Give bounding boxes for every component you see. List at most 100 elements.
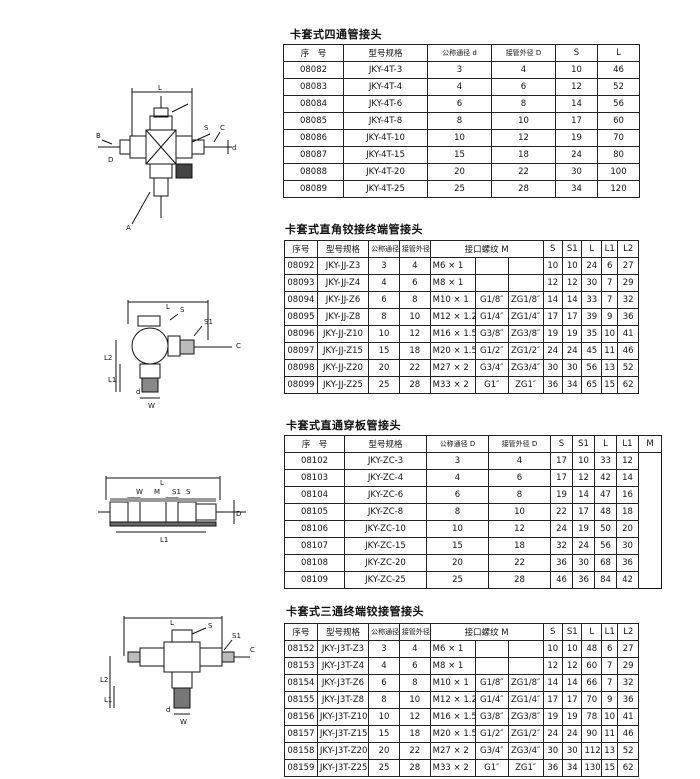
table-cell: 50 bbox=[594, 520, 617, 538]
table-cell: 56 bbox=[594, 537, 617, 555]
table-cell: 16 bbox=[616, 486, 639, 504]
table-cell: 08089 bbox=[283, 180, 344, 198]
section-title-four-way: 卡套式四通管接头 bbox=[290, 28, 382, 41]
column-header: L1 bbox=[616, 435, 639, 453]
table-cell: 25 bbox=[368, 376, 400, 394]
table-cell: G1″ bbox=[474, 759, 509, 777]
table-cell: 36 bbox=[550, 554, 573, 572]
table-cell: 08102 bbox=[284, 452, 345, 470]
table-cell: 08107 bbox=[284, 537, 345, 555]
table-cell: 17 bbox=[555, 112, 598, 130]
dim-label: C bbox=[236, 342, 241, 350]
table-cell: 28 bbox=[488, 571, 551, 589]
table-cell: JKY-ZC-25 bbox=[344, 571, 427, 589]
table-cell: M20 × 1.5 bbox=[429, 725, 476, 743]
table-cell: 14 bbox=[542, 291, 564, 309]
table-cell: 4 bbox=[368, 657, 400, 675]
table-cell: 90 bbox=[581, 725, 602, 743]
table-cell: ZG1/4″ bbox=[507, 308, 544, 326]
table-cell: 08088 bbox=[283, 163, 344, 181]
column-header: 公称通径 d bbox=[368, 623, 400, 641]
dim-label: L bbox=[160, 479, 164, 487]
table-cell: JKY-4T-4 bbox=[343, 78, 428, 96]
dim-label: L bbox=[170, 619, 174, 627]
table-cell: 10 bbox=[398, 691, 431, 709]
table-cell: 18 bbox=[488, 537, 551, 555]
table-cell: 8 bbox=[491, 95, 556, 113]
table-cell: 08159 bbox=[284, 759, 318, 777]
drawing-four-way-fitting: L S B D C d A bbox=[96, 84, 236, 232]
table-cell: G1/4″ bbox=[474, 308, 509, 326]
column-header: L bbox=[581, 623, 602, 641]
table-cell: ZG1/2″ bbox=[507, 342, 544, 360]
table-cell: JKY-4T-6 bbox=[343, 95, 428, 113]
table-cell: 28 bbox=[398, 759, 431, 777]
table-cell: 30 bbox=[561, 742, 583, 760]
table-cell: JKY-J3T-Z6 bbox=[316, 674, 370, 692]
table-cell bbox=[507, 274, 544, 292]
column-header: 公称通径 D bbox=[426, 435, 489, 453]
table-cell: M8 × 1 bbox=[429, 657, 476, 675]
table-cell: 56 bbox=[597, 95, 640, 113]
table-cell: JKY-J3T-Z3 bbox=[316, 640, 370, 658]
table-cell: JKY-J3T-Z8 bbox=[316, 691, 370, 709]
table-cell: 12 bbox=[572, 469, 595, 487]
table-cell: JKY-J3T-Z4 bbox=[316, 657, 370, 675]
table-cell: JKY-JJ-Z8 bbox=[316, 308, 370, 326]
table-cell: M8 × 1 bbox=[429, 274, 476, 292]
table-cell: 48 bbox=[581, 640, 602, 658]
table-cell: 12 bbox=[488, 520, 551, 538]
table-cell: 10 bbox=[368, 708, 400, 726]
table-cell: 22 bbox=[491, 163, 556, 181]
table-cell: 6 bbox=[600, 257, 619, 275]
table-cell: 08152 bbox=[284, 640, 318, 658]
table-cell: 34 bbox=[555, 180, 598, 198]
table-cell: 32 bbox=[617, 291, 639, 309]
table-cell: 12 bbox=[616, 452, 639, 470]
table-cell: 120 bbox=[597, 180, 640, 198]
table-cell: 19 bbox=[542, 325, 564, 343]
column-header: L2 bbox=[617, 623, 639, 641]
table-cell: 10 bbox=[561, 257, 583, 275]
dim-label: B bbox=[96, 132, 101, 140]
dim-label: d bbox=[166, 706, 170, 714]
table-cell: 10 bbox=[426, 520, 489, 538]
dim-label: L bbox=[166, 303, 170, 311]
table-cell: 36 bbox=[542, 759, 564, 777]
table-cell: 10 bbox=[368, 325, 400, 343]
table-cell: JKY-ZC-8 bbox=[344, 503, 427, 521]
table-cell: 45 bbox=[581, 342, 602, 360]
table-cell: ZG3/4″ bbox=[507, 359, 544, 377]
table-cell: 08097 bbox=[284, 342, 318, 360]
column-header: L2 bbox=[617, 240, 639, 258]
table-cell: 17 bbox=[561, 308, 583, 326]
table-cell: 08094 bbox=[284, 291, 318, 309]
table-cell: 15 bbox=[600, 759, 619, 777]
dim-label: W bbox=[180, 718, 187, 726]
table-cell: 112 bbox=[581, 742, 602, 760]
table-cell: 46 bbox=[597, 61, 640, 79]
table-cell: 08083 bbox=[283, 78, 344, 96]
table-cell: 30 bbox=[542, 742, 564, 760]
table-cell: G1/4″ bbox=[474, 691, 509, 709]
table-cell: G3/8″ bbox=[474, 325, 509, 343]
table-cell: 6 bbox=[488, 469, 551, 487]
drawing-elbow-banjo-fitting: L S S1 C L2 L1 d W bbox=[104, 300, 241, 410]
table-cell: 8 bbox=[398, 291, 431, 309]
column-header: L1 bbox=[600, 623, 619, 641]
table-cell: 84 bbox=[594, 571, 617, 589]
table-cell: 6 bbox=[491, 78, 556, 96]
dim-label: S bbox=[204, 124, 209, 132]
dim-label: S bbox=[208, 622, 213, 630]
column-header: 接管外径 D bbox=[491, 44, 556, 62]
table-cell: 12 bbox=[555, 78, 598, 96]
column-header: 公称通径 d bbox=[368, 240, 400, 258]
